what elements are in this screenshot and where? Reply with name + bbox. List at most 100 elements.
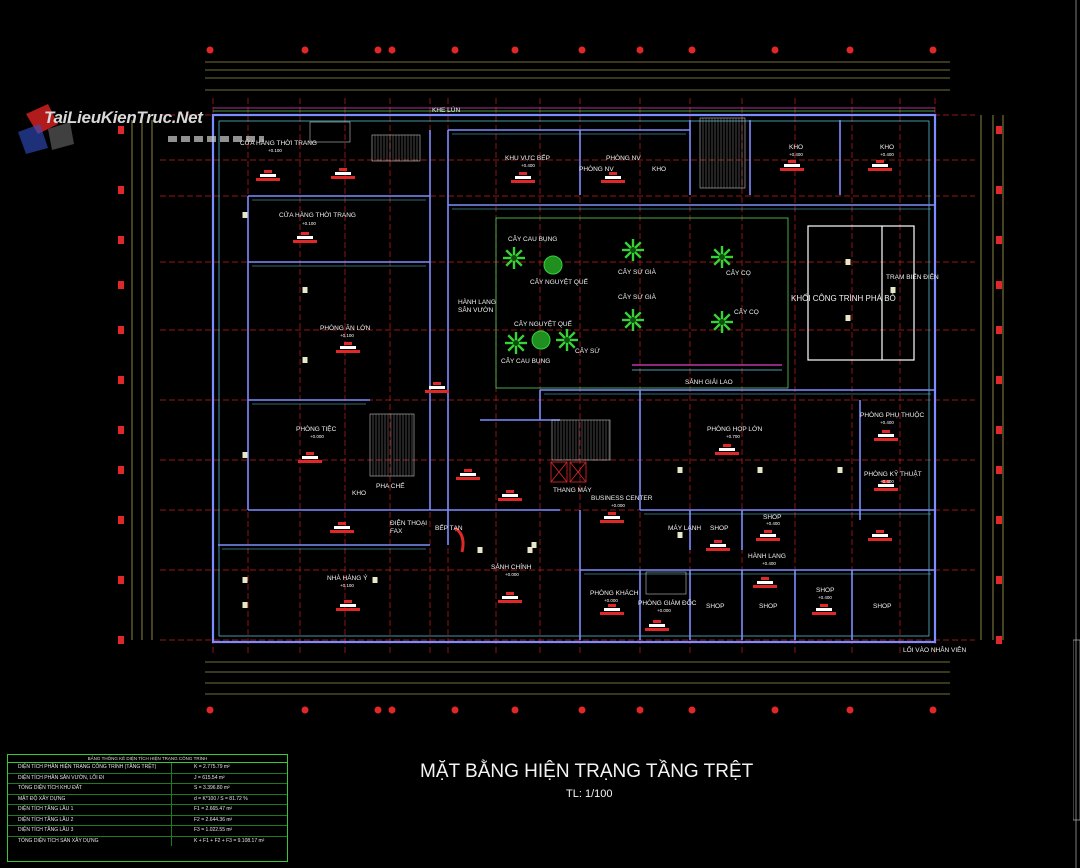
- room-hanh-lang-san-vuon: HÀNH LANG SÂN VƯỜN: [458, 297, 498, 314]
- room-phong-nv-2: PHÒNG NV: [579, 164, 614, 173]
- level-marker-mid: [340, 604, 356, 607]
- room-phong-an-lon: PHÒNG ĂN LỚN: [320, 323, 371, 332]
- level-marker-mid: [297, 236, 313, 239]
- level-marker-top: [608, 512, 616, 515]
- level-marker-mid: [460, 473, 476, 476]
- level-marker-base: [753, 585, 777, 588]
- level-kho-2: +0.400: [789, 152, 803, 157]
- axis-bubble-left: [118, 466, 124, 474]
- structural-columns: [242, 212, 896, 608]
- level-marker-mid: [515, 176, 531, 179]
- room-phong-phu-thuoc: PHÒNG PHỤ THUỘC: [860, 410, 924, 419]
- level-shop-5: +0.400: [818, 595, 832, 600]
- axis-bubble-right: [996, 281, 1002, 289]
- room-business-center: BUSINESS CENTER: [591, 495, 653, 502]
- room-cay-nguyet-que-1: CÂY NGUYỆT QUẾ: [530, 276, 589, 286]
- level-marker-base: [511, 180, 535, 183]
- stats-value: F2 = 2.644.36 m²: [194, 816, 233, 823]
- room-sanh-giai-lao: SẢNH GIẢI LAO: [685, 377, 733, 386]
- room-khoi-cong-trinh-pha-bo: KHỐI CÔNG TRÌNH PHÁ BỎ: [791, 293, 896, 303]
- level-marker-mid: [604, 608, 620, 611]
- level-marker-base: [756, 538, 780, 541]
- axis-bubble-right: [996, 516, 1002, 524]
- axis-bubble-right: [996, 236, 1002, 244]
- stats-row: DIỆN TÍCH TẦNG LẦU 2 F2 = 2.644.36 m²: [8, 815, 287, 826]
- room-thang-may: THANG MÁY: [553, 485, 592, 494]
- room-cay-co-2: CÂY CỌ: [734, 307, 759, 316]
- axis-bubble-top: [511, 46, 519, 54]
- level-marker-base: [706, 548, 730, 551]
- axis-bubble-right: [996, 636, 1002, 644]
- room-cua-hang-thoi-trang-1: CỬA HÀNG THỜI TRANG: [240, 138, 317, 147]
- inner-wall-offsets: [222, 133, 931, 575]
- stats-label: MẬT ĐỘ XÂY DỰNG: [8, 794, 172, 804]
- axis-bubble-bottom: [636, 706, 644, 714]
- level-marker-top: [876, 160, 884, 163]
- level-marker-top: [609, 172, 617, 175]
- axis-bubble-top: [929, 46, 937, 54]
- room-shop-6: SHOP: [873, 603, 891, 610]
- axis-bubble-left: [118, 186, 124, 194]
- level-phong-ky-thuat: +0.400: [880, 479, 894, 484]
- level-marker-top: [519, 172, 527, 175]
- axis-bubble-left: [118, 236, 124, 244]
- column: [757, 467, 763, 473]
- room-hanh-lang: HÀNH LANG: [748, 551, 786, 560]
- level-marker-mid: [710, 544, 726, 547]
- level-marker-base: [336, 350, 360, 353]
- level-marker-base: [600, 520, 624, 523]
- level-marker-base: [874, 488, 898, 491]
- level-marker-base: [812, 612, 836, 615]
- level-marker-base: [645, 628, 669, 631]
- stats-label: DIỆN TÍCH TẦNG LẦU 2: [8, 815, 172, 825]
- level-hanh-lang: +0.400: [762, 561, 776, 566]
- axis-bubble-bottom: [301, 706, 309, 714]
- room-cay-su: CÂY SỨ: [575, 346, 600, 355]
- level-marker-top: [339, 168, 347, 171]
- level-marker-base: [715, 452, 739, 455]
- axis-bubble-right: [996, 466, 1002, 474]
- column: [845, 315, 851, 321]
- right-dimension-lines: [980, 115, 1004, 640]
- axis-bubble-bottom: [206, 706, 214, 714]
- axis-bubble-right: [996, 126, 1002, 134]
- bar-counter: [454, 526, 465, 553]
- column: [302, 357, 308, 363]
- axis-bubble-top: [846, 46, 854, 54]
- dien-thoai-fax-text: ĐIỆN THOẠI: [390, 518, 427, 527]
- level-phong-hop-lon: +0.700: [726, 434, 740, 439]
- level-phong-tiec: +0.000: [310, 434, 324, 439]
- top-dimension-lines: [205, 61, 950, 91]
- room-cua-hang-thoi-trang-2: CỬA HÀNG THỜI TRANG: [279, 210, 356, 219]
- level-marker-mid: [760, 534, 776, 537]
- room-phong-nv-1: PHÒNG NV: [606, 153, 641, 162]
- tree-palm-icon: [719, 319, 725, 325]
- axis-bubbles: [118, 46, 1002, 714]
- level-marker-top: [764, 530, 772, 533]
- tree-palm-icon: [513, 340, 519, 346]
- level-marker-top: [344, 342, 352, 345]
- room-cay-su-gia-1: CÂY SỨ GIÀ: [618, 267, 657, 276]
- room-phong-giam-doc: PHÒNG GIÁM ĐỐC: [638, 597, 697, 607]
- axis-bubble-left: [118, 516, 124, 524]
- room-bep-tan: BẾP TẠN: [435, 522, 463, 532]
- room-shop-1: SHOP: [710, 525, 728, 532]
- axis-bubble-left: [118, 376, 124, 384]
- room-phong-tiec: PHÒNG TIỆC: [296, 424, 337, 433]
- column: [477, 547, 483, 553]
- stats-value: F1 = 2.665.47 m²: [194, 806, 233, 812]
- level-marker-mid: [784, 164, 800, 167]
- watermark-logo: TaiLieuKienTruc.Net: [18, 104, 278, 156]
- axis-bubble-bottom: [388, 706, 396, 714]
- axis-bubble-top: [206, 46, 214, 54]
- level-marker-top: [464, 469, 472, 472]
- level-marker-top: [264, 170, 272, 173]
- column: [242, 212, 248, 218]
- stats-value: d = K*100 / S = 81.72 %: [194, 795, 248, 802]
- stats-row: MẬT ĐỘ XÂY DỰNG d = K*100 / S = 81.72 %: [8, 794, 287, 805]
- level-marker-top: [506, 490, 514, 493]
- level-khu-vuc-bep: +0.400: [521, 163, 535, 168]
- axis-bubble-right: [996, 426, 1002, 434]
